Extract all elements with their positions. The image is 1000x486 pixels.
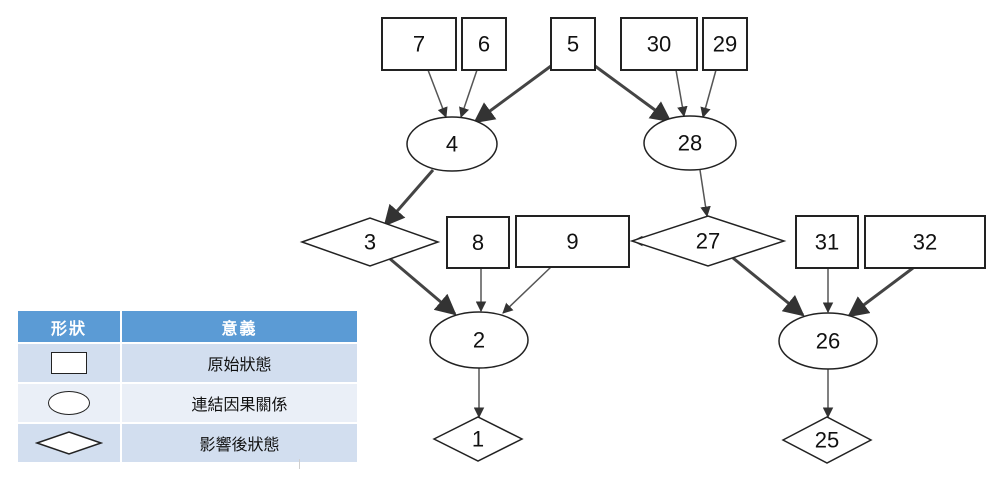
edge-5-to-4 [473, 64, 552, 124]
state-box [461, 17, 507, 71]
affected-state-diamond [299, 217, 441, 267]
node-label: 30 [647, 32, 671, 57]
node-label: 7 [413, 32, 425, 57]
node-label: 9 [566, 229, 578, 254]
node-6: 6 [461, 17, 507, 71]
legend-row-diamond: 影響後狀態 [18, 422, 357, 462]
legend-row-ellipse: 連結因果關係 [18, 382, 357, 423]
edge-6-to-4 [459, 69, 478, 118]
node-label: 31 [815, 230, 839, 255]
node-label: 3 [364, 230, 376, 255]
node-7: 7 [381, 17, 457, 71]
node-3: 3 [299, 217, 441, 267]
edge-32-to-26 [847, 266, 914, 318]
legend-meaning-affected-state: 影響後狀態 [121, 422, 357, 462]
ellipse-icon [48, 391, 90, 415]
node-26: 26 [778, 312, 878, 370]
legend-shape-cell [18, 342, 122, 383]
legend-header-meaning: 意義 [121, 311, 357, 343]
legend-row-rect: 原始狀態 [18, 342, 357, 383]
causal-link-ellipse [778, 312, 878, 370]
edge-28-to-27 [699, 169, 711, 218]
node-25: 25 [781, 416, 873, 464]
shape-legend: 形狀 意義 原始狀態 連結因果關係 影響後狀態 [18, 311, 357, 462]
node-5: 5 [550, 17, 596, 71]
edge-4-to-3 [383, 169, 435, 227]
node-31: 31 [795, 215, 859, 269]
node-30: 30 [620, 17, 698, 71]
causal-link-ellipse [643, 115, 737, 171]
node-28: 28 [643, 115, 737, 171]
node-8: 8 [446, 216, 510, 269]
edge-29-to-28 [700, 69, 717, 119]
legend-shape-cell [18, 422, 122, 462]
edge-7-to-4 [427, 69, 448, 118]
state-box [446, 216, 510, 269]
edge-30-to-28 [675, 69, 688, 118]
state-box [620, 17, 698, 71]
node-9: 9 [515, 215, 630, 268]
node-label: 4 [446, 132, 458, 157]
node-label: 29 [713, 32, 737, 57]
node-label: 5 [567, 32, 579, 57]
node-label: 26 [816, 329, 840, 354]
node-label: 2 [473, 328, 485, 353]
rectangle-icon [51, 352, 87, 374]
affected-state-diamond [781, 416, 873, 464]
nodes-layer: 7 6 5 30 29 4 28 3 8 9 27 31 32 2 26 1 25 [299, 17, 986, 464]
diamond-icon [35, 431, 103, 455]
node-2: 2 [429, 311, 529, 369]
node-label: 1 [472, 427, 484, 452]
state-box [550, 17, 596, 71]
node-label: 25 [815, 428, 839, 453]
edge-27-to-26 [732, 256, 805, 317]
node-32: 32 [864, 215, 986, 269]
node-27: 27 [629, 215, 787, 267]
state-box [381, 17, 457, 71]
legend-shape-cell [18, 382, 122, 423]
affected-state-diamond [629, 215, 787, 267]
node-label: 27 [696, 229, 720, 254]
node-label: 32 [913, 230, 937, 255]
node-4: 4 [406, 116, 498, 172]
divider-tick [299, 459, 300, 469]
legend-meaning-causal-link: 連結因果關係 [121, 382, 357, 423]
state-box [515, 215, 630, 268]
affected-state-diamond [432, 416, 524, 462]
legend-header-shape: 形狀 [18, 311, 122, 343]
state-box [795, 215, 859, 269]
edge-5-to-28 [594, 64, 672, 123]
edge-9-to-2 [502, 266, 552, 314]
causal-link-ellipse [406, 116, 498, 172]
state-box [702, 17, 748, 71]
node-label: 6 [478, 32, 490, 57]
legend-header-row: 形狀 意義 [18, 311, 357, 343]
state-box [864, 215, 986, 269]
edge-3-to-2 [388, 256, 457, 316]
node-label: 28 [678, 131, 702, 156]
legend-meaning-original-state: 原始狀態 [121, 342, 357, 383]
causal-link-ellipse [429, 311, 529, 369]
node-label: 8 [472, 230, 484, 255]
node-1: 1 [432, 416, 524, 462]
node-29: 29 [702, 17, 748, 71]
